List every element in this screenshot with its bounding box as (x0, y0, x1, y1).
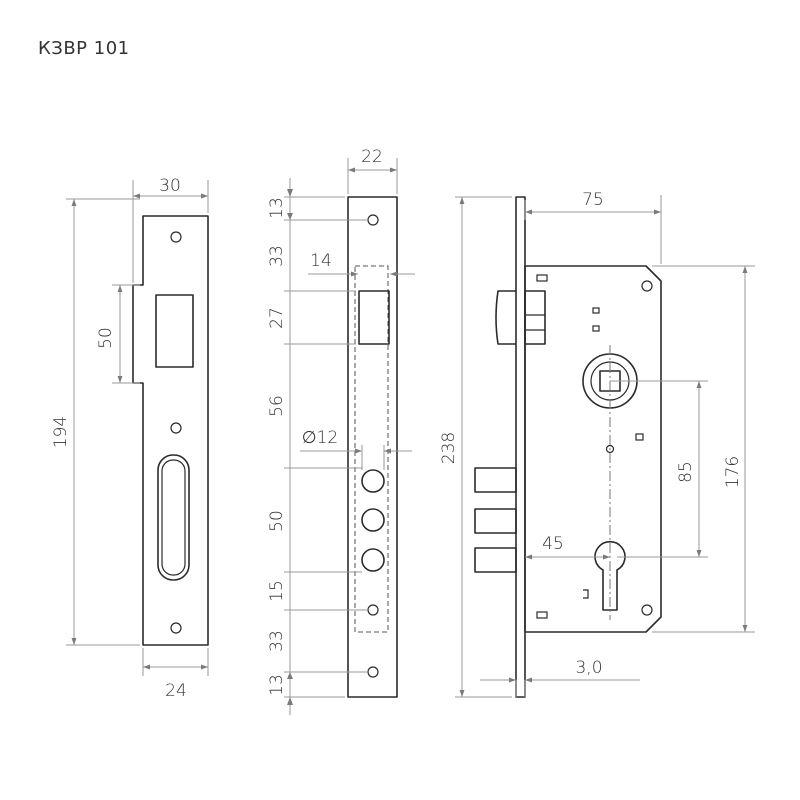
body-height-label: 176 (723, 456, 743, 488)
strike-plate: 30 24 194 50 (51, 176, 209, 701)
latch-housing (524, 290, 546, 345)
deadbolt-slot-inner (161, 459, 186, 576)
strike-width-top-label: 30 (159, 176, 181, 196)
model-title: КЗВР 101 (38, 38, 130, 59)
seg-3-label: 27 (267, 307, 287, 329)
deadbolt-hole-3 (361, 548, 385, 572)
deadbolt-slot (157, 454, 190, 581)
deadbolt-2 (474, 508, 517, 534)
faceplate-hidden-body (354, 265, 389, 633)
seg-7-label: 33 (267, 630, 287, 652)
deadbolt-1 (474, 467, 517, 493)
deadbolt-3 (474, 547, 517, 573)
faceplate-hole-lower (367, 604, 379, 616)
deadbolt-hole-1 (361, 469, 385, 493)
lock-case (524, 265, 662, 633)
strike-width-bottom-label: 24 (165, 681, 187, 701)
case-screw-bottom (641, 604, 653, 616)
backset-label: 75 (582, 190, 604, 210)
seg-6-label: 15 (267, 580, 287, 602)
faceplate-latch-window (358, 290, 390, 345)
latch-bolt (495, 290, 516, 345)
latch-window (155, 294, 194, 368)
strike-plate-hole-bottom (170, 622, 182, 634)
strike-plate-hole-top (170, 231, 182, 243)
total-height-label: 238 (439, 432, 459, 464)
seg-2-label: 33 (267, 245, 287, 267)
seg-4-label: 56 (267, 395, 287, 417)
strike-plate-outline (132, 215, 209, 646)
case-screw-top (641, 280, 653, 292)
lock-body: 75 238 176 85 45 3,0 (439, 190, 755, 698)
lock-front-plate (515, 196, 526, 698)
faceplate: 22 14 ∅12 (267, 147, 415, 715)
center-distance-label: 85 (676, 461, 696, 483)
strike-plate-hole-middle (170, 422, 182, 434)
seg-8-label: 13 (267, 674, 287, 696)
latch-window-label: 50 (96, 327, 116, 349)
seg-5-label: 50 (267, 510, 287, 532)
faceplate-hole-bottom (367, 666, 379, 678)
cylinder-cutout (594, 541, 626, 611)
latch-offset-label: 14 (310, 251, 332, 271)
faceplate-outline (347, 196, 398, 698)
hole-diameter-label: ∅12 (302, 428, 338, 448)
cylinder-offset-label: 45 (542, 534, 564, 554)
seg-1-label: 13 (267, 197, 287, 219)
faceplate-hole-top (367, 214, 379, 226)
faceplate-width-label: 22 (361, 147, 383, 167)
plate-thickness-label: 3,0 (575, 658, 602, 678)
deadbolt-hole-2 (361, 508, 385, 532)
strike-height-label: 194 (51, 416, 71, 448)
